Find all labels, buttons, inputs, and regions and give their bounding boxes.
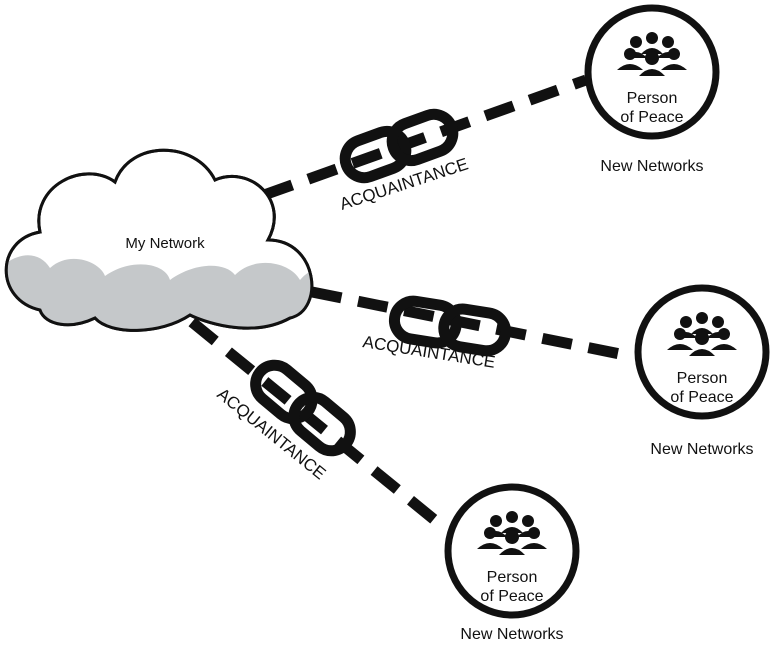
group-of-people-icon <box>617 32 687 76</box>
my-network-label: My Network <box>125 235 205 252</box>
connector-lines <box>188 74 632 531</box>
person-of-peace-node-2: Person of Peace <box>634 284 770 420</box>
node-label-line1: Person <box>627 90 678 107</box>
connector-line-1 <box>262 74 588 201</box>
new-networks-caption-3: New Networks <box>460 626 563 643</box>
chain-link-icon <box>388 295 512 357</box>
chain-link-icon <box>250 359 356 457</box>
group-of-people-icon <box>477 511 547 555</box>
group-of-people-icon <box>667 312 737 356</box>
node-label-line2: of Peace <box>480 588 543 605</box>
connector-line-2 <box>310 286 632 362</box>
person-of-peace-node-1: Person of Peace <box>584 4 720 140</box>
node-label-line2: of Peace <box>620 109 683 126</box>
node-label-line1: Person <box>487 569 538 586</box>
new-networks-caption-2: New Networks <box>650 441 753 458</box>
person-of-peace-node-3: Person of Peace <box>444 483 580 619</box>
my-network-cloud: My Network <box>4 148 314 332</box>
chain-link-icon <box>339 108 459 184</box>
connector-line-3 <box>188 317 446 531</box>
node-label-line2: of Peace <box>670 389 733 406</box>
node-label-line1: Person <box>677 370 728 387</box>
new-networks-caption-1: New Networks <box>600 158 703 175</box>
